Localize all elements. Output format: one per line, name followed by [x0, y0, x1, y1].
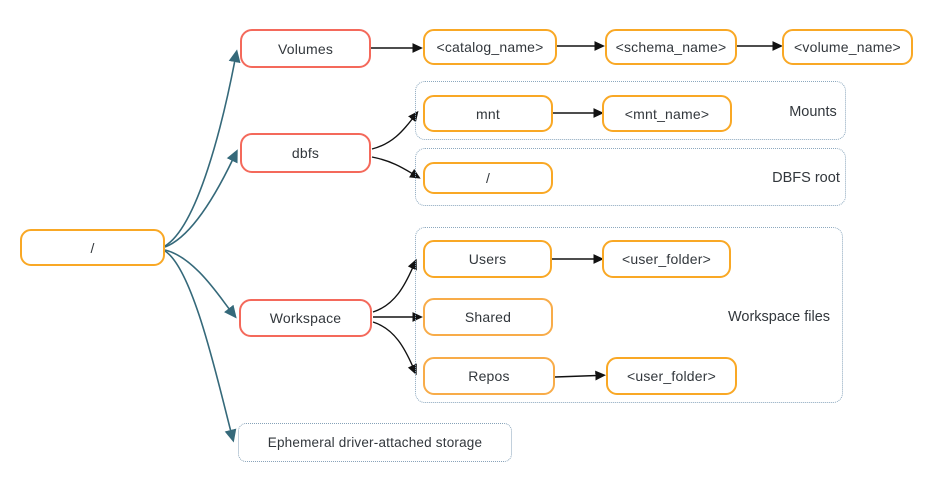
node-repos: Repos	[423, 357, 555, 395]
node-user-folder-bottom: <user_folder>	[606, 357, 737, 395]
arrow-root-to-volumes	[164, 49, 241, 247]
node-catalog-name: <catalog_name>	[423, 29, 557, 65]
node-users: Users	[423, 240, 552, 278]
node-volumes: Volumes	[240, 29, 371, 68]
arrow-dbfs-to-mnt	[371, 110, 419, 150]
group-workspace-files-label: Workspace files	[727, 309, 831, 325]
arrow-workspace-to-users	[372, 258, 417, 313]
arrow-root-to-ephemeral	[164, 250, 237, 443]
node-schema-name: <schema_name>	[605, 29, 737, 65]
node-shared: Shared	[423, 298, 553, 336]
node-dbfs: dbfs	[240, 133, 371, 173]
node-user-folder-top: <user_folder>	[602, 240, 731, 278]
node-root: /	[20, 229, 165, 266]
group-mounts-label: Mounts	[789, 104, 837, 120]
group-dbfs-root-label: DBFS root	[772, 170, 840, 186]
node-workspace: Workspace	[239, 299, 372, 337]
arrow-root-to-workspace	[164, 249, 237, 319]
arrow-dbfs-to-dbfsroot	[371, 156, 421, 179]
node-mnt: mnt	[423, 95, 553, 132]
node-ephemeral-storage: Ephemeral driver-attached storage	[238, 423, 512, 462]
group-mounts	[415, 81, 846, 140]
arrow-workspace-to-repos	[372, 321, 417, 376]
node-mnt-name: <mnt_name>	[602, 95, 732, 132]
node-dbfs-root-slash: /	[423, 162, 553, 194]
node-volume-name: <volume_name>	[782, 29, 913, 65]
arrow-root-to-dbfs	[164, 149, 238, 248]
